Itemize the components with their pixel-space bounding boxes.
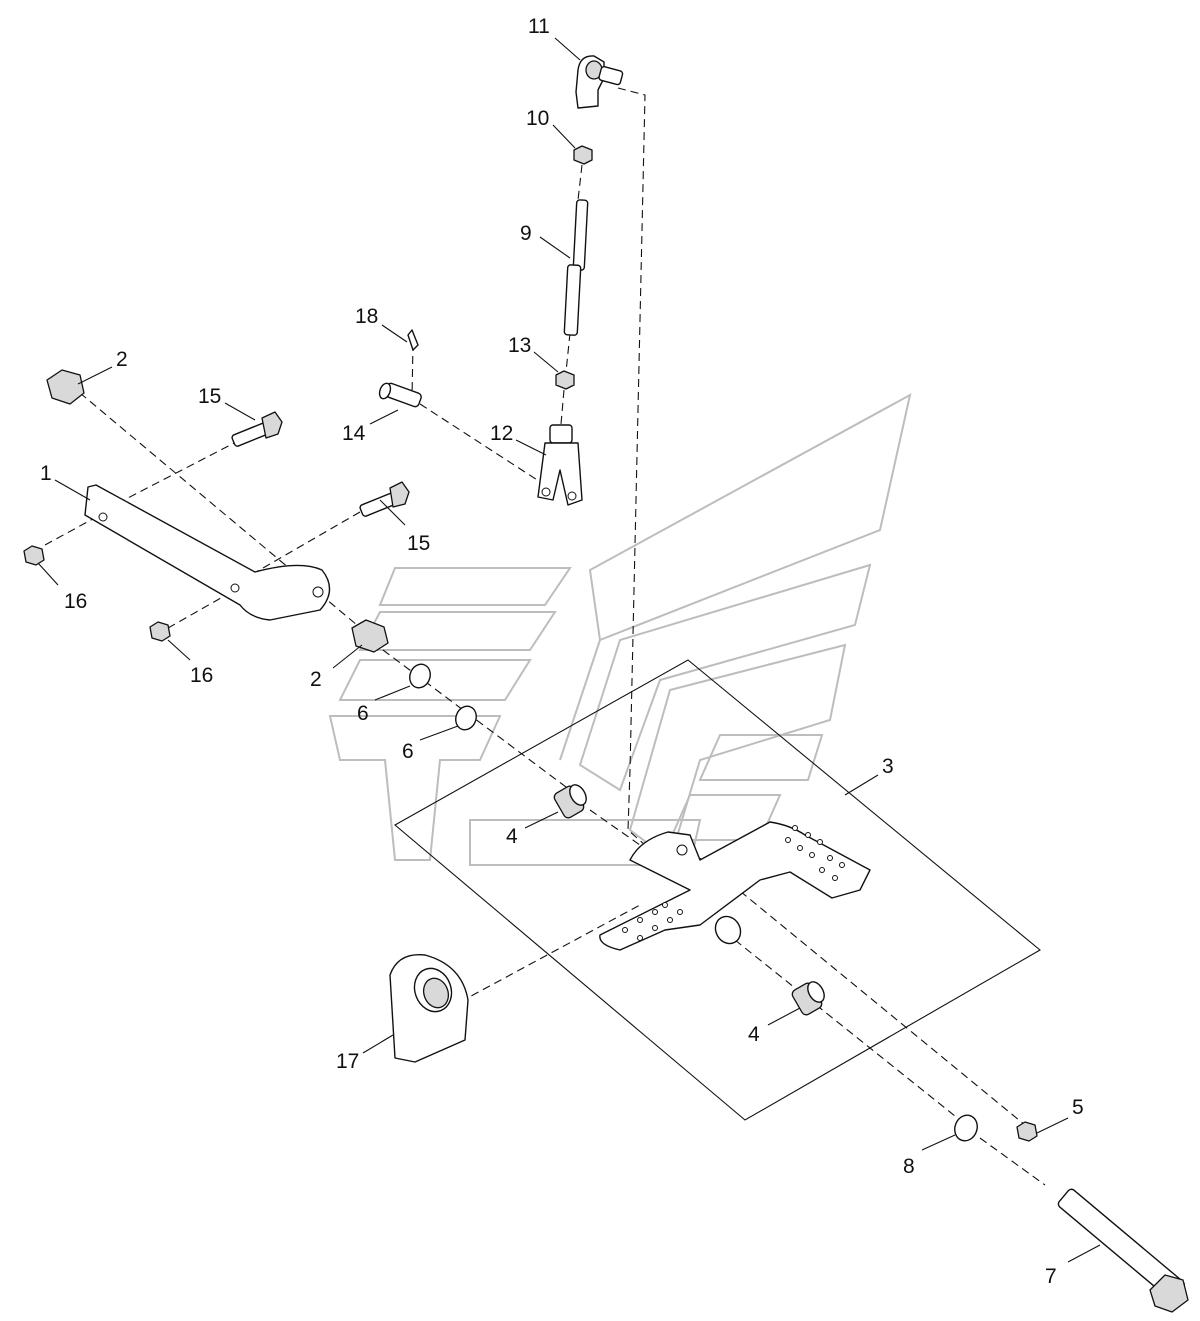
callout-12: 12 (490, 422, 513, 445)
leader-lines (37, 37, 1101, 1263)
part-4-bushing-lower (791, 981, 825, 1016)
callout-3: 3 (882, 755, 894, 778)
callout-15: 15 (407, 532, 430, 555)
part-3-pedal (599, 821, 871, 951)
callout-6: 6 (402, 740, 414, 763)
callout-4: 4 (748, 1023, 760, 1046)
assembly-frame (394, 659, 1041, 1121)
part-2-nut-upper (46, 369, 85, 405)
callout-2: 2 (116, 348, 128, 371)
part-8-washer (954, 1114, 978, 1142)
pedal-holes (622, 825, 845, 941)
part-10-nut (573, 145, 593, 165)
callout-11: 11 (528, 15, 550, 38)
callout-2: 2 (310, 668, 322, 691)
callout-14: 14 (342, 422, 366, 445)
part-9-rod (563, 199, 589, 336)
callout-5: 5 (1072, 1096, 1084, 1119)
callout-17: 17 (336, 1050, 359, 1073)
callout-10: 10 (526, 107, 549, 130)
part-15-bolt-lower (359, 481, 410, 517)
callout-1: 1 (40, 462, 52, 485)
callout-13: 13 (508, 334, 531, 357)
part-5-nut (1016, 1121, 1038, 1142)
part-6-washer-lower (455, 705, 477, 731)
part-18-cotter-pin (407, 329, 419, 351)
part-4-bushing-upper (553, 784, 587, 819)
part-12-clevis (537, 424, 583, 506)
part-2-nut-lower (351, 619, 389, 653)
callout-15: 15 (198, 385, 221, 408)
assembly-lines (44, 87, 1046, 1186)
part-14-clevis-pin (378, 382, 422, 408)
callout-labels: 11 10 9 18 13 2 15 14 12 1 15 16 16 2 6 … (40, 15, 1084, 1288)
part-1-lever-arm (84, 484, 331, 621)
part-17-bracket (389, 953, 469, 1063)
callout-4: 4 (506, 825, 518, 848)
callout-18: 18 (355, 305, 378, 328)
watermark-logo (328, 393, 912, 866)
callout-9: 9 (520, 222, 532, 245)
part-16-nut-right (149, 621, 171, 642)
part-6-washer-upper (409, 663, 431, 689)
part-16-nut-left (23, 545, 45, 566)
part-15-bolt-upper (231, 411, 283, 447)
callout-8: 8 (903, 1155, 915, 1178)
callout-16: 16 (190, 664, 213, 687)
part-13-nut (555, 370, 575, 390)
part-11-ball-joint (575, 55, 624, 109)
callout-6: 6 (357, 702, 369, 725)
callout-7: 7 (1045, 1265, 1057, 1288)
part-7-bolt (1057, 1188, 1189, 1313)
callout-16: 16 (64, 590, 87, 613)
